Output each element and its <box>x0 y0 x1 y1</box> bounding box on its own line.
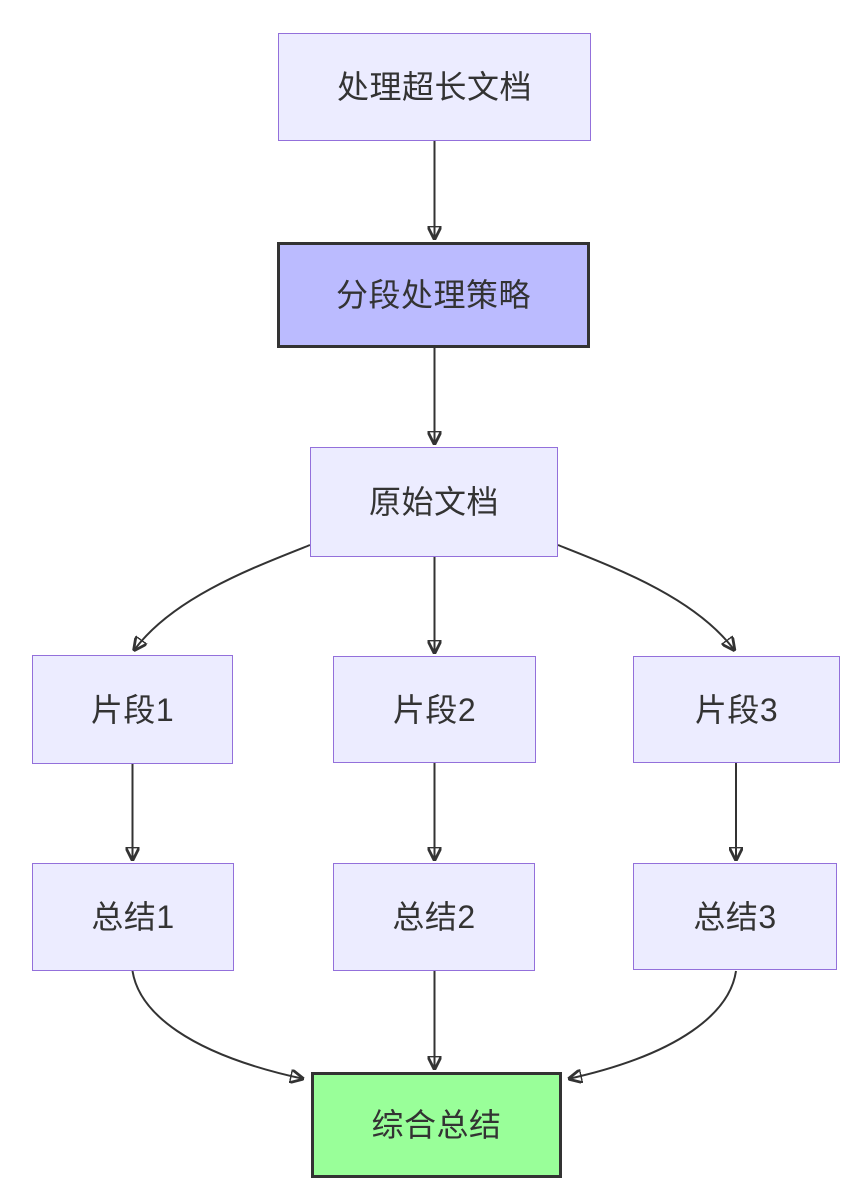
node-summary-2: 总结2 <box>333 863 535 971</box>
edge-summary-3-to-final-summary <box>568 970 737 1079</box>
node-segment-strategy: 分段处理策略 <box>277 242 590 348</box>
node-original-doc-label: 原始文档 <box>368 484 499 520</box>
node-summary-3: 总结3 <box>633 863 837 970</box>
node-summary-3-label: 总结3 <box>693 898 777 935</box>
node-segment-2: 片段2 <box>333 656 536 763</box>
node-final-summary: 综合总结 <box>311 1072 562 1178</box>
node-process-long-doc-label: 处理超长文档 <box>336 69 532 105</box>
node-summary-1: 总结1 <box>32 863 234 971</box>
edge-original-doc-to-segment-3 <box>557 544 735 651</box>
edge-original-doc-to-segment-1 <box>134 544 311 651</box>
node-final-summary-label: 综合总结 <box>371 1107 502 1143</box>
node-segment-strategy-label: 分段处理策略 <box>335 277 531 313</box>
node-segment-1-label: 片段1 <box>90 691 175 728</box>
node-original-doc: 原始文档 <box>310 447 558 557</box>
node-segment-3: 片段3 <box>633 656 840 763</box>
node-segment-1: 片段1 <box>32 655 233 764</box>
edge-summary-1-to-final-summary <box>131 970 305 1079</box>
node-summary-1-label: 总结1 <box>91 899 175 935</box>
node-segment-2-label: 片段2 <box>392 691 477 728</box>
node-process-long-doc: 处理超长文档 <box>278 33 591 141</box>
node-segment-3-label: 片段3 <box>694 691 779 728</box>
node-summary-2-label: 总结2 <box>392 899 476 935</box>
